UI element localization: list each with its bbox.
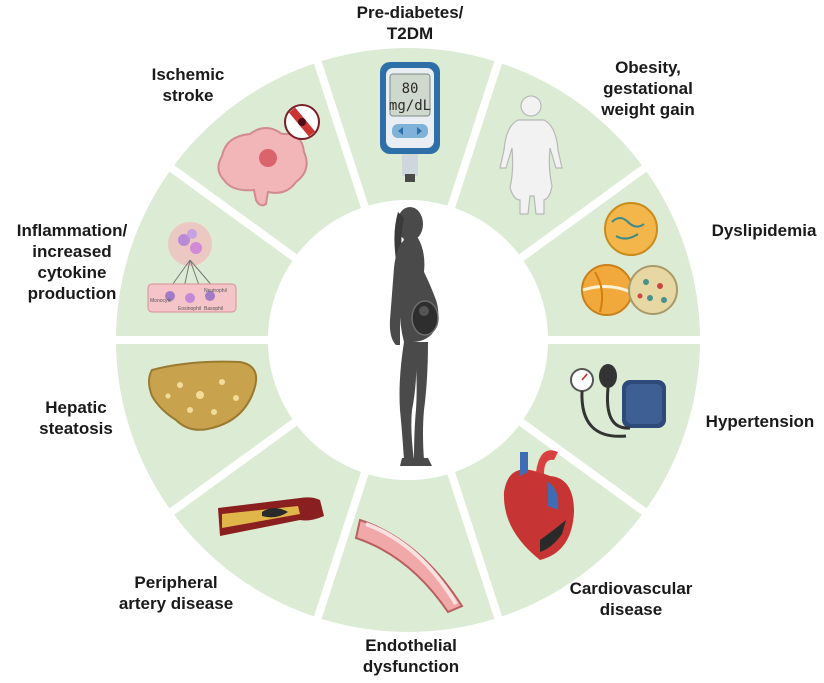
segment-divider <box>517 162 650 263</box>
cell-label-neutrophil: Neutrophil <box>204 288 227 294</box>
label-stroke-line: Ischemic <box>152 65 225 84</box>
label-stroke: Ischemic stroke <box>152 65 225 105</box>
fetus-icon <box>411 300 439 336</box>
label-cardiovascular: Cardiovascular disease <box>570 579 693 619</box>
label-prediabetes: Pre-diabetes/T2DM <box>357 3 464 43</box>
label-hepatic-line: steatosis <box>39 419 113 438</box>
label-prediabetes-line: T2DM <box>387 24 433 43</box>
heart-icon <box>503 450 574 560</box>
obese-body-icon <box>499 95 563 215</box>
label-inflammation: Inflammation/increased cytokine production <box>17 221 128 303</box>
label-inflammation-line: cytokine <box>38 263 107 282</box>
label-peripheral-line: Peripheral <box>134 573 217 592</box>
label-cardiovascular-line: Cardiovascular <box>570 579 693 598</box>
glucometer-icon: 80 mg/dL <box>380 62 440 182</box>
label-hypertension: Hypertension <box>706 412 815 431</box>
label-peripheral-line: artery disease <box>119 594 233 613</box>
label-obesity: Obesity, gestational weight gain <box>600 58 695 119</box>
label-peripheral: Peripheral artery disease <box>119 573 233 613</box>
label-obesity-line: weight gain <box>600 100 695 119</box>
segment-divider <box>517 417 650 518</box>
glucometer-value: 80 <box>402 81 419 97</box>
label-prediabetes-line: Pre-diabetes/ <box>357 3 464 22</box>
fatty-liver-icon <box>148 360 258 431</box>
label-inflammation-line: Inflammation/ <box>17 221 128 240</box>
cell-label-monocyte: Monocyte <box>150 298 172 304</box>
segment-divider <box>446 470 504 623</box>
cell-label-eosinophil: Eosinophil <box>178 306 201 312</box>
label-dyslipidemia-line: Dyslipidemia <box>712 221 817 240</box>
blood-vessel-wall-icon <box>354 518 464 614</box>
label-endothelial-line: Endothelial <box>365 636 457 655</box>
brain-stroke-icon <box>217 104 320 207</box>
cell-label-basophil: Basophil <box>204 306 223 312</box>
risk-labels: Pre-diabetes/T2DM Obesity, gestational weig… <box>17 3 817 676</box>
label-inflammation-line: production <box>28 284 117 303</box>
label-obesity-line: gestational <box>603 79 693 98</box>
blood-pressure-monitor-icon <box>570 364 666 438</box>
label-hypertension-line: Hypertension <box>706 412 815 431</box>
segment-divider <box>312 470 370 623</box>
label-hepatic-line: Hepatic <box>45 398 106 417</box>
label-dyslipidemia: Dyslipidemia <box>712 221 817 240</box>
inflammation-cells-icon: Monocyte Neutrophil Eosinophil Basophil <box>147 222 237 313</box>
glucometer-unit: mg/dL <box>389 98 431 114</box>
label-endothelial-line: dysfunction <box>363 657 459 676</box>
segment-divider <box>166 162 299 263</box>
lipoprotein-particles-icon <box>581 202 678 316</box>
segment-divider <box>166 417 299 518</box>
segment-divider <box>312 57 370 210</box>
artery-plaque-icon <box>218 497 324 536</box>
label-hepatic: Hepatic steatosis <box>39 398 113 438</box>
label-obesity-line: Obesity, <box>615 58 681 77</box>
label-cardiovascular-line: disease <box>600 600 662 619</box>
pregnant-woman-silhouette <box>389 207 439 466</box>
segment-divider <box>446 57 504 210</box>
label-inflammation-line: increased <box>32 242 111 261</box>
label-endothelial: Endothelial dysfunction <box>363 636 459 676</box>
label-stroke-line: stroke <box>162 86 213 105</box>
